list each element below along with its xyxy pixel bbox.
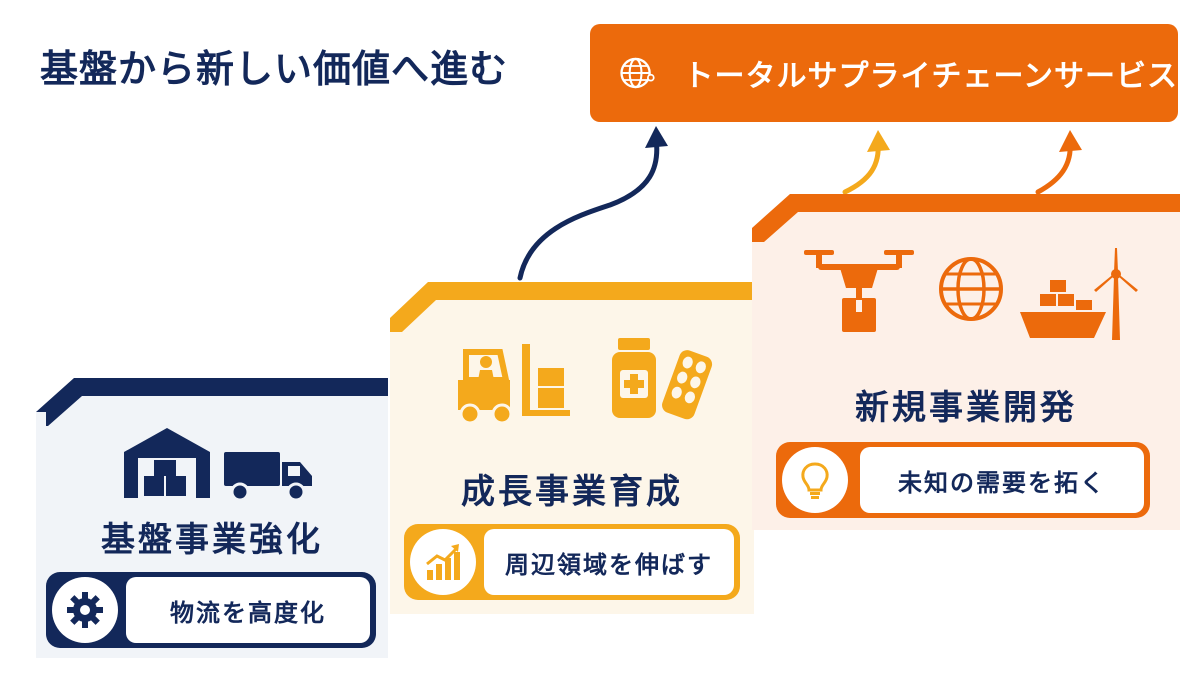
wind-turbine-icon — [1094, 248, 1138, 340]
pill-blister-icon — [662, 350, 713, 420]
headline: 基盤から新しい価値へ進む — [40, 47, 509, 91]
arrow-head-navy — [645, 126, 668, 148]
warehouse-icon — [124, 428, 210, 498]
arrow-new-to-banner-left — [842, 139, 881, 195]
stage-tag-label: 周辺領域を伸ばす — [484, 529, 734, 595]
stage-tag-label: 物流を高度化 — [126, 577, 370, 643]
truck-icon — [224, 452, 312, 502]
pill-icon-holder — [410, 529, 476, 595]
medicine-bottle-icon — [612, 338, 656, 418]
drone-icon — [804, 250, 914, 332]
top-banner: トータルサプライチェーンサービス — [590, 24, 1178, 122]
cargo-ship-icon — [1020, 280, 1106, 338]
stage-tag: 未知の需要を拓く — [776, 442, 1150, 518]
stage-new-business: 新規事業開発 未知の需要を拓く — [752, 192, 1180, 530]
pill-icon-holder — [782, 447, 848, 513]
arrow-head-yellow — [867, 130, 890, 152]
stage-tag: 周辺領域を伸ばす — [404, 524, 740, 600]
stage-foundation: 基盤事業強化 物流を高度化 — [36, 372, 388, 658]
arrow-growth-to-banner — [517, 135, 660, 281]
pill-icon-holder — [52, 577, 118, 643]
banner-label: トータルサプライチェーンサービス — [683, 59, 1178, 94]
stage-tag-label: 未知の需要を拓く — [860, 447, 1144, 513]
gear-icon — [67, 592, 103, 628]
forklift-icon — [458, 344, 570, 424]
arrow-head-orange — [1059, 130, 1082, 152]
arrow-new-to-banner-right — [1035, 139, 1073, 195]
stage-growth: 成長事業育成 周辺領域を伸ばす — [390, 278, 754, 614]
stage-title: 基盤事業強化 — [101, 520, 323, 560]
stage-title: 新規事業開発 — [855, 388, 1077, 428]
globe-icon — [939, 257, 1003, 321]
growth-chart-icon — [426, 544, 460, 580]
stage-tag: 物流を高度化 — [46, 572, 376, 648]
lightbulb-icon — [801, 462, 829, 499]
globe-network-icon — [620, 57, 655, 89]
stage-title: 成長事業育成 — [461, 472, 683, 512]
